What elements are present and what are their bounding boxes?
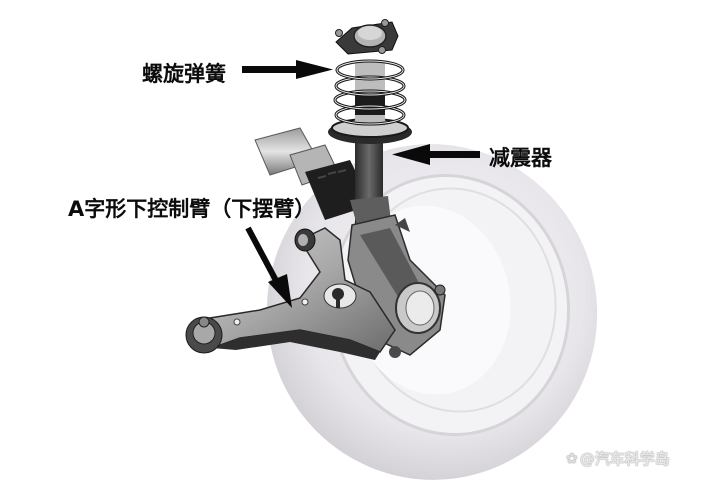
- arrow-shock-absorber: [392, 144, 480, 165]
- platform-logo-icon: ✿: [566, 450, 578, 467]
- coil-spring: [328, 19, 412, 144]
- lower-control-arm: [185, 227, 396, 360]
- watermark-text: @汽车科学岛: [579, 450, 670, 468]
- arrow-coil-spring: [242, 60, 333, 79]
- arrow-lower-control-arm: [245, 226, 292, 308]
- coil-spring-label: 螺旋弹簧: [142, 62, 226, 86]
- shock-absorber-label: 减震器: [489, 146, 552, 170]
- watermark: ✿ @汽车科学岛: [566, 448, 670, 469]
- lower-control-arm-label: A字形下控制臂（下摆臂）: [68, 197, 316, 221]
